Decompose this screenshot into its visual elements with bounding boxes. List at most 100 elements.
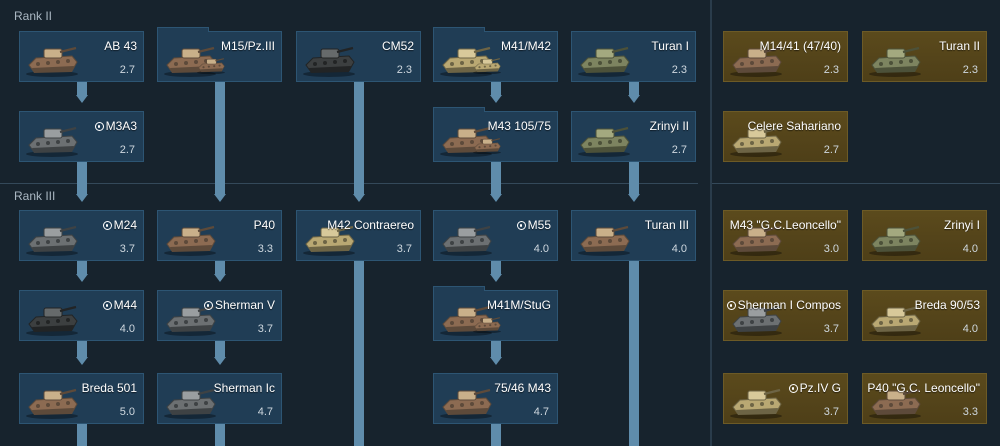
rank-3-label: Rank III xyxy=(14,189,56,203)
vehicle-group-card-m41mstug[interactable]: M41M/StuG xyxy=(433,286,558,341)
vehicle-name: Breda 501 xyxy=(82,381,137,395)
vehicle-name: Pz.IV G xyxy=(788,381,841,395)
folder-tab xyxy=(433,107,485,112)
vehicle-name: M14/41 (47/40) xyxy=(760,39,841,53)
tree-connector xyxy=(214,261,225,275)
vehicle-name-text: M43 105/75 xyxy=(487,119,551,133)
vehicle-image xyxy=(728,217,784,257)
vehicle-name: Turan I xyxy=(651,39,689,53)
tree-connector xyxy=(214,341,225,358)
vehicle-name: Zrinyi I xyxy=(944,218,980,232)
vehicle-image xyxy=(728,38,784,78)
tree-arrow xyxy=(627,194,640,202)
vehicle-name-text: Sherman V xyxy=(214,298,275,312)
vehicle-card-m1441[interactable]: M14/41 (47/40)2.3 xyxy=(723,31,848,82)
tree-connector xyxy=(628,261,639,446)
target-marker-icon xyxy=(203,301,213,310)
battle-rating: 4.0 xyxy=(533,243,549,255)
tree-arrow xyxy=(213,357,226,365)
battle-rating: 3.7 xyxy=(823,323,839,335)
battle-rating: 5.0 xyxy=(119,406,135,418)
tree-arrow xyxy=(489,274,502,282)
rank-divider xyxy=(0,183,698,184)
vehicle-name: M42 Contraereo xyxy=(327,218,414,232)
vehicle-image xyxy=(867,38,923,78)
vehicle-image xyxy=(438,217,494,257)
vehicle-image xyxy=(576,38,632,78)
vehicle-name-text: Zrinyi I xyxy=(944,218,980,232)
vehicle-name: Sherman Ic xyxy=(214,381,275,395)
vehicle-name-text: M44 xyxy=(113,298,137,312)
vehicle-image xyxy=(728,118,784,158)
vehicle-card-breda9053[interactable]: Breda 90/53 4.0 xyxy=(862,290,987,341)
vehicle-group-card-m41m42[interactable]: M41/M42 xyxy=(433,27,558,82)
vehicle-image xyxy=(576,118,632,158)
vehicle-name: P40 "G.C. Leoncello" xyxy=(867,381,980,395)
vehicle-image xyxy=(24,297,80,337)
tree-connector xyxy=(76,82,87,96)
vehicle-name: CM52 xyxy=(382,39,414,53)
vehicle-card-turan2[interactable]: Turan II 2.3 xyxy=(862,31,987,82)
battle-rating: 3.7 xyxy=(119,243,135,255)
battle-rating: 4.7 xyxy=(533,406,549,418)
vehicle-image xyxy=(867,217,923,257)
vehicle-card-shermanic[interactable]: Sherman I Compos 3.7 xyxy=(723,290,848,341)
premium-column-divider xyxy=(710,0,712,446)
vehicle-image xyxy=(301,217,357,257)
vehicle-card-breda501[interactable]: Breda 501 5.0 xyxy=(19,373,144,424)
vehicle-image xyxy=(867,380,923,420)
vehicle-name: M43 105/75 xyxy=(488,119,551,133)
vehicle-image xyxy=(24,217,80,257)
tree-connector xyxy=(490,424,501,446)
vehicle-name-text: Breda 90/53 xyxy=(914,298,980,312)
vehicle-name-text: M41M/StuG xyxy=(486,298,551,312)
vehicle-image xyxy=(24,38,80,78)
tree-arrow xyxy=(75,274,88,282)
folder-tab xyxy=(433,27,485,32)
tree-connector xyxy=(628,82,639,96)
vehicle-name-text: Breda 501 xyxy=(81,381,137,395)
tree-connector xyxy=(353,82,364,195)
battle-rating: 4.0 xyxy=(962,323,978,335)
tree-arrow xyxy=(489,194,502,202)
battle-rating: 2.3 xyxy=(962,64,978,76)
vehicle-name: Sherman V xyxy=(203,298,275,312)
vehicle-card-m43gcl[interactable]: M43 "G.C.Leoncello"3.0 xyxy=(723,210,848,261)
vehicle-group-card-m43105[interactable]: M43 105/75 xyxy=(433,107,558,162)
vehicle-card-p40gcl[interactable]: P40 "G.C. Leoncello"3.3 xyxy=(862,373,987,424)
battle-rating: 2.7 xyxy=(823,144,839,156)
tree-connector xyxy=(76,261,87,275)
vehicle-name: M15/Pz.III xyxy=(221,39,275,53)
vehicle-name: Turan III xyxy=(645,218,689,232)
vehicle-name-text: Turan II xyxy=(939,39,980,53)
tree-arrow xyxy=(213,274,226,282)
tree-connector xyxy=(76,341,87,358)
vehicle-name: Turan II xyxy=(939,39,980,53)
tree-connector xyxy=(490,341,501,358)
vehicle-image xyxy=(162,380,218,420)
vehicle-group-card-m15[interactable]: M15/Pz.III xyxy=(157,27,282,82)
vehicle-name-text: M43 "G.C.Leoncello" xyxy=(729,218,841,232)
tree-arrow xyxy=(75,194,88,202)
tree-connector xyxy=(76,424,87,446)
tree-arrow xyxy=(75,95,88,103)
vehicle-name: Sherman I Compos xyxy=(726,298,841,312)
